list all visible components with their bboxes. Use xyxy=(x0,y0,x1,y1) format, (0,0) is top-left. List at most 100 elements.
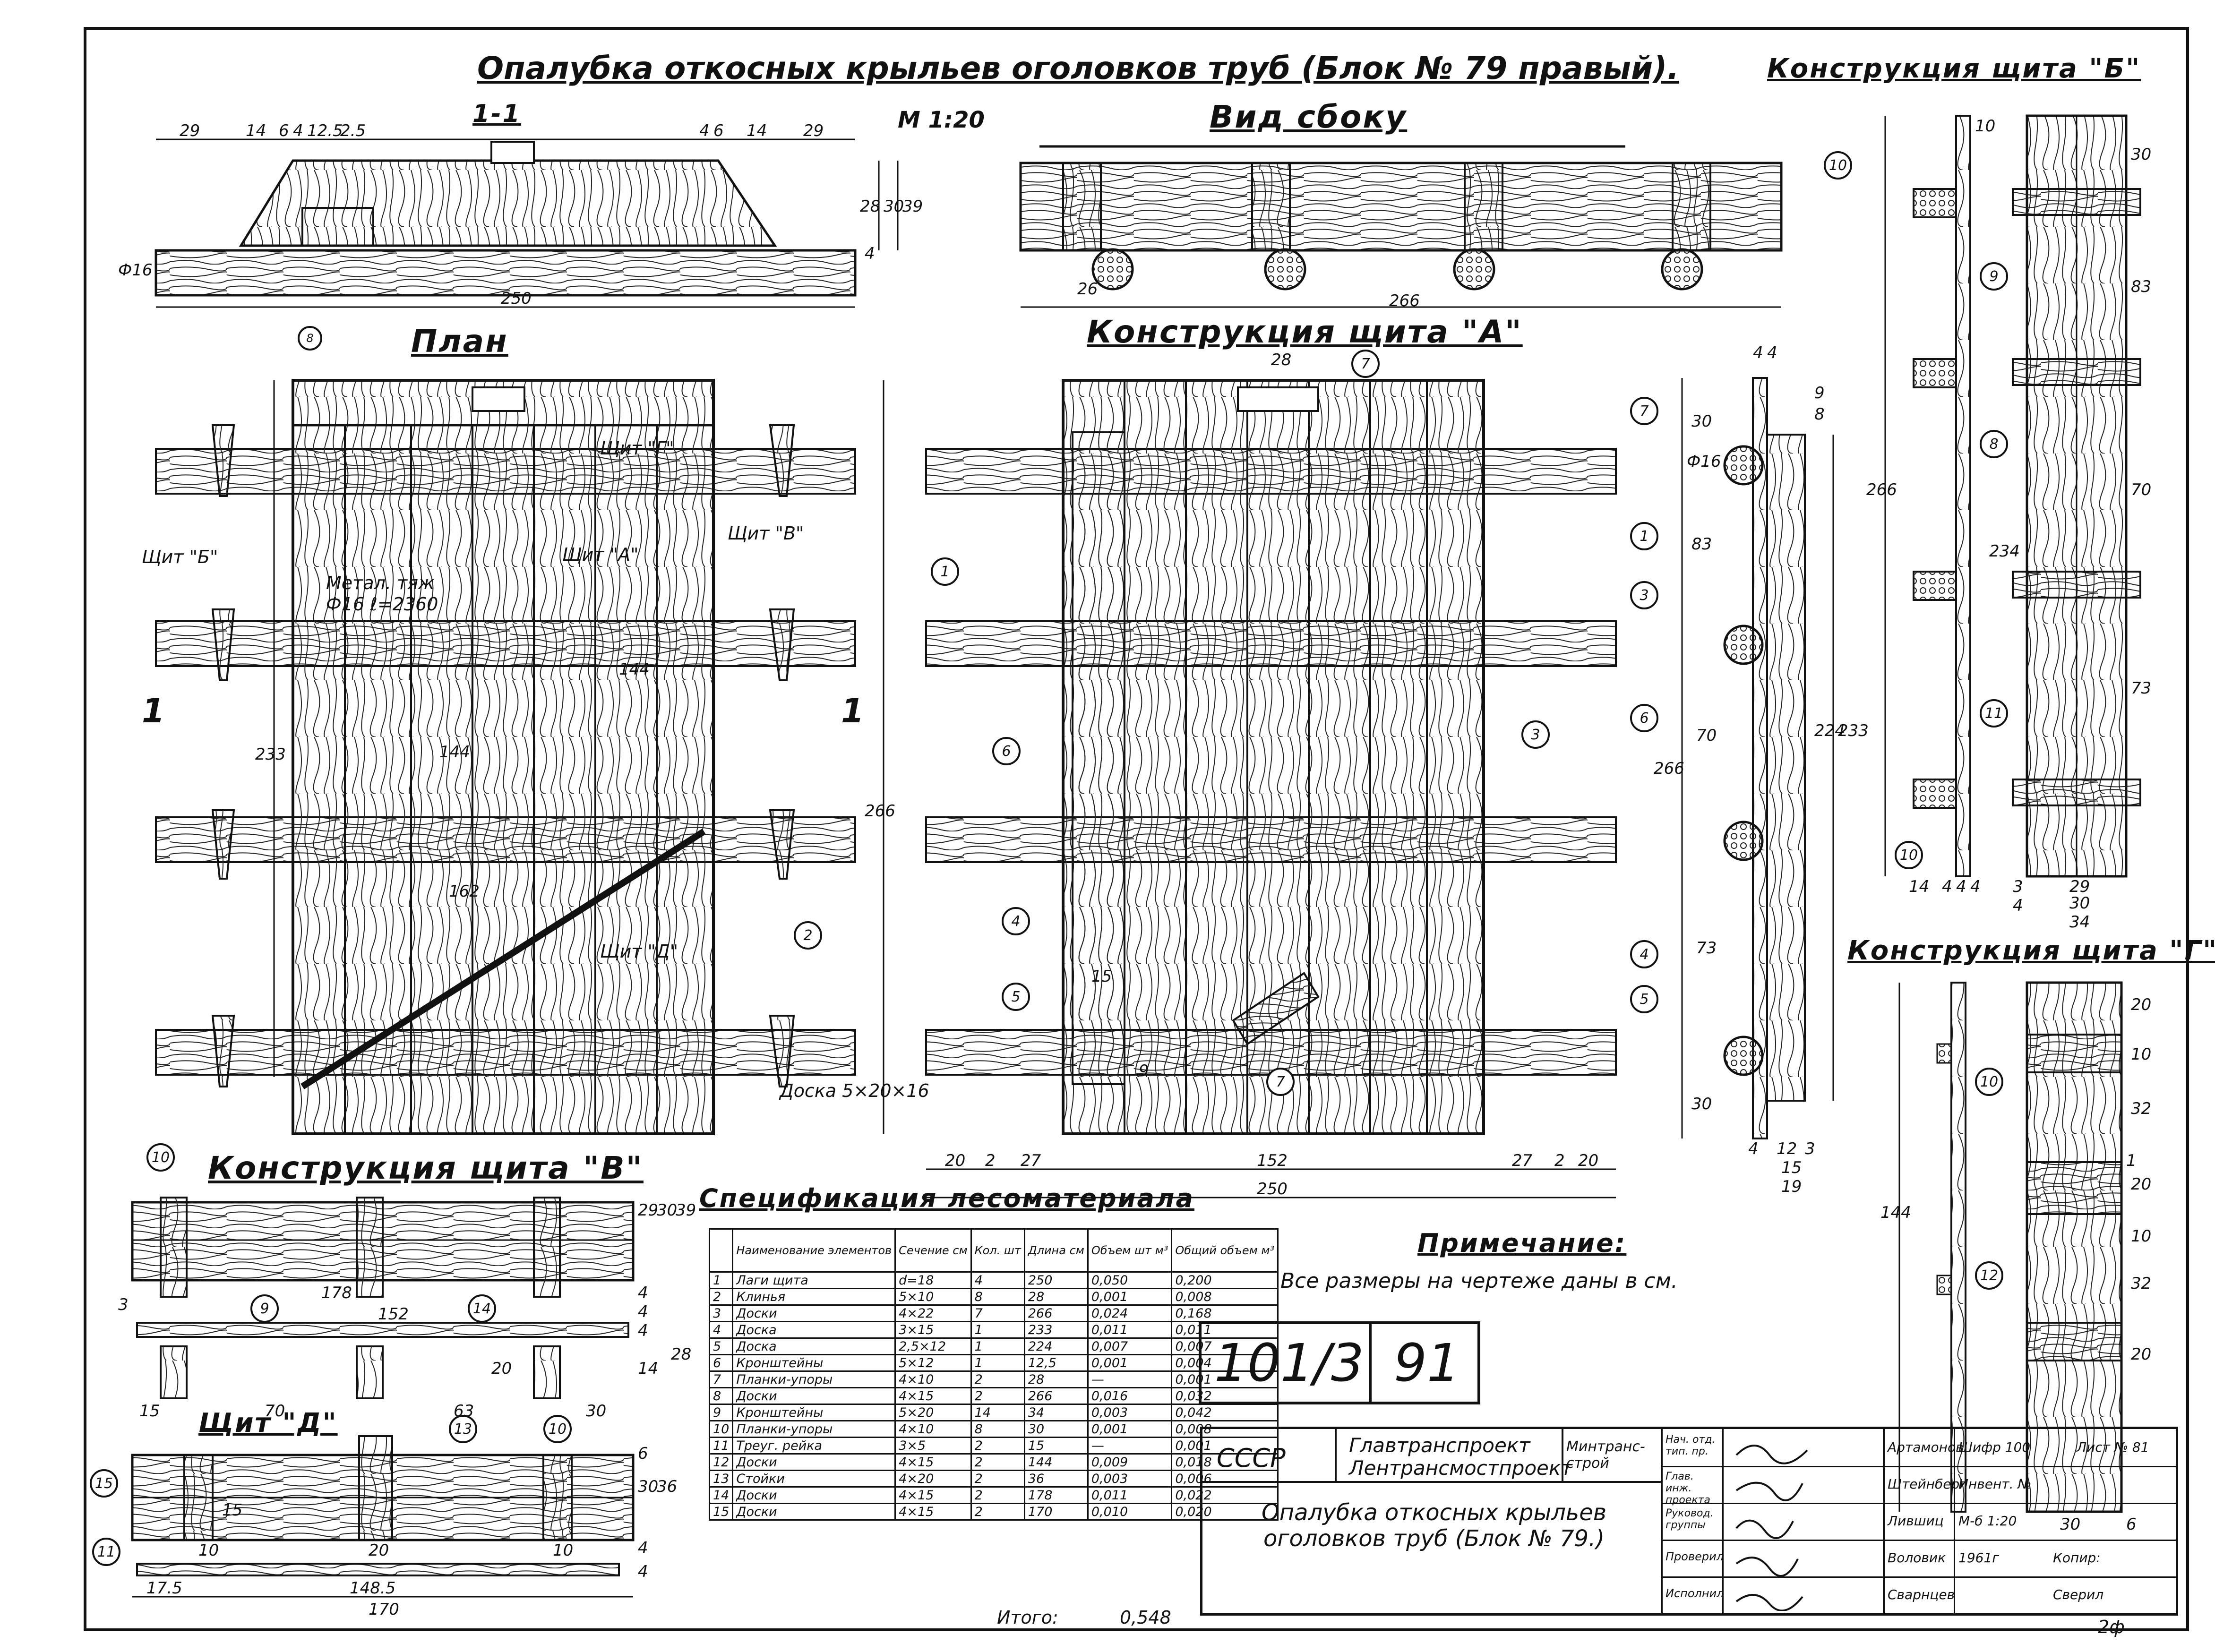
v-dim-178: 178 xyxy=(321,1284,352,1302)
spec-cell: 170 xyxy=(1023,1503,1089,1521)
shield-a-dim-250: 250 xyxy=(1257,1180,1288,1198)
plan-dim-144-v: 144 xyxy=(619,660,650,679)
spec-cell: 3 xyxy=(708,1304,734,1322)
spec-cell: Лаги щита xyxy=(732,1271,896,1289)
spec-cell: 0,022 xyxy=(1171,1486,1279,1504)
spec-cell: Треуг. рейка xyxy=(732,1437,896,1455)
section-dim-29-right: 29 xyxy=(803,121,824,140)
callout-12-shield-g: 12 xyxy=(1975,1261,2003,1290)
spec-cell: 0,050 xyxy=(1087,1271,1173,1289)
shield-a-dim-152: 152 xyxy=(1257,1151,1288,1170)
a-side-dim-30-bottom: 30 xyxy=(1691,1095,1712,1113)
stamp-person-3: Воловик xyxy=(1888,1550,1946,1566)
spec-cell: Планки-упоры xyxy=(732,1420,896,1438)
callout-10-shield-d: 10 xyxy=(543,1415,572,1443)
b-dim-4a: 4 xyxy=(1942,877,1952,896)
spec-cell: 36 xyxy=(1023,1470,1089,1488)
section-dim-4-left: 4 xyxy=(293,121,303,140)
spec-cell: 4×15 xyxy=(894,1503,972,1521)
side-dim-26: 26 xyxy=(1077,280,1098,299)
d-dim-36: 36 xyxy=(657,1477,678,1496)
v-dim-15: 15 xyxy=(139,1402,160,1421)
g-dim-30: 30 xyxy=(2060,1515,2081,1534)
v-dim-28: 28 xyxy=(671,1345,692,1364)
stamp-name: Опалубка откосных крыльев оголовков труб… xyxy=(1261,1499,1607,1552)
stamp-meta-check: Сверил xyxy=(2053,1587,2104,1602)
spec-cell: 0,011 xyxy=(1087,1321,1173,1339)
section-dim-39: 39 xyxy=(902,197,923,216)
plan-label-shield-d: Щит "Д" xyxy=(600,941,678,962)
scale-label: М 1:20 xyxy=(898,107,985,133)
spec-cell: 14 xyxy=(970,1404,1025,1421)
spec-cell: 8 xyxy=(970,1288,1025,1306)
stamp-person-0: Артамонов xyxy=(1888,1439,1964,1455)
spec-title: Спецификация лесоматериала xyxy=(699,1183,1194,1213)
shield-a-view xyxy=(883,379,1617,1198)
shield-a-dim-15: 15 xyxy=(1091,967,1112,986)
section-dim-29-left: 29 xyxy=(180,121,200,140)
section-dim-6-left: 6 xyxy=(279,121,289,140)
spec-cell: Доска xyxy=(732,1321,896,1339)
shield-a-dim-27-right: 27 xyxy=(1512,1151,1533,1170)
spec-cell: 250 xyxy=(1023,1271,1089,1289)
g-dim-20b: 20 xyxy=(2131,1175,2152,1194)
spec-cell: 12,5 xyxy=(1023,1354,1089,1372)
spec-cell: Доски xyxy=(732,1453,896,1471)
spec-cell: 5×10 xyxy=(894,1288,972,1306)
spec-cell: Кронштейны xyxy=(732,1404,896,1421)
plan-view xyxy=(155,379,856,1135)
v-dim-30: 30 xyxy=(657,1201,678,1220)
spec-cell: 0,042 xyxy=(1171,1404,1279,1421)
spec-cell: 0,010 xyxy=(1087,1503,1173,1521)
spec-table: Наименование элементов Сечение см Кол. ш… xyxy=(708,1228,1279,1521)
stamp-meta-inv: Инвент. № xyxy=(1958,1476,2032,1492)
b-dim-3: 3 xyxy=(2013,877,2023,896)
plan-label-shield-a: Щит "А" xyxy=(562,544,639,565)
spec-header-name: Наименование элементов xyxy=(732,1228,896,1273)
b-dim-14: 14 xyxy=(1909,877,1930,896)
spec-cell: 30 xyxy=(1023,1420,1089,1438)
a-side-dim-233: 233 xyxy=(1838,721,1869,740)
d-dim-4b: 4 xyxy=(638,1562,648,1581)
v-dim-4b: 4 xyxy=(638,1321,648,1340)
spec-cell: 2 xyxy=(970,1503,1025,1521)
spec-cell: 12 xyxy=(708,1453,734,1471)
callout-3-shield-a: 3 xyxy=(1521,720,1550,749)
spec-cell: 0,016 xyxy=(1087,1387,1173,1405)
spec-cell: 15 xyxy=(1023,1437,1089,1455)
spec-header-qty: Кол. шт xyxy=(970,1228,1025,1273)
stamp-meta-cipher: Шифр 100 xyxy=(1958,1439,2031,1455)
spec-cell: 0,011 xyxy=(1171,1321,1279,1339)
spec-cell: Планки-упоры xyxy=(732,1370,896,1388)
spec-cell: 266 xyxy=(1023,1304,1089,1322)
a-side-dim-4c: 4 xyxy=(1748,1139,1759,1158)
spec-header-row: Наименование элементов Сечение см Кол. ш… xyxy=(708,1228,1279,1273)
plan-label-metal-spec: Ф16 ℓ=2360 xyxy=(326,594,438,615)
callout-7-side: 7 xyxy=(1630,397,1658,425)
shield-a-dim-20-right: 20 xyxy=(1578,1151,1599,1170)
b-dim-4c: 4 xyxy=(1970,877,1981,896)
spec-cell: 1 xyxy=(970,1337,1025,1355)
g-dim-10a: 10 xyxy=(2131,1045,2152,1064)
b-dim-266: 266 xyxy=(1866,480,1897,499)
spec-cell: 0,024 xyxy=(1087,1304,1173,1322)
spec-cell: 2,5×12 xyxy=(894,1337,972,1355)
shield-d-view xyxy=(131,1435,635,1598)
spec-cell: 5×20 xyxy=(894,1404,972,1421)
side-view xyxy=(1019,145,1783,308)
v-dim-4c: 4 xyxy=(638,1302,648,1321)
spec-cell: 178 xyxy=(1023,1486,1089,1504)
spec-cell: 224 xyxy=(1023,1337,1089,1355)
callout-10-shield-b-top: 10 xyxy=(1824,151,1852,180)
a-side-dim-70: 70 xyxy=(1696,726,1717,745)
corner-mark: 2ф xyxy=(2098,1617,2125,1637)
